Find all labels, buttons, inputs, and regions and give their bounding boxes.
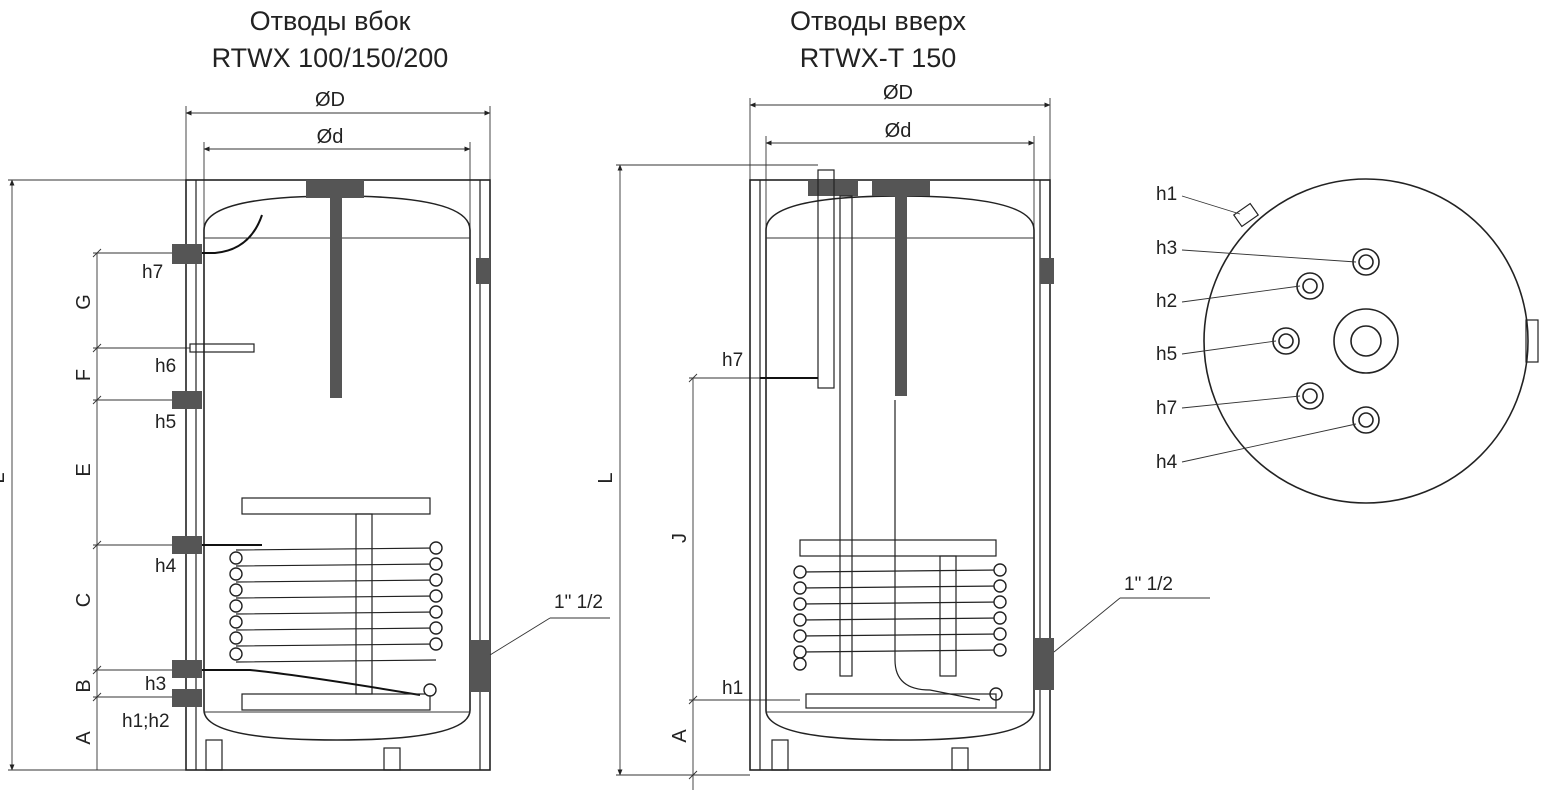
right-outlet-tube [894, 400, 981, 701]
left-h4-nozzle [172, 536, 202, 554]
top-label-h7: h7 [1156, 398, 1177, 419]
right-top-fitting-r [872, 180, 930, 196]
left-view: Отводы вбок RTWX 100/150/200 ØD Ød L [0, 6, 610, 771]
left-label-h1h2: h1;h2 [122, 711, 170, 732]
top-label-h3: h3 [1156, 238, 1177, 259]
top-outer-circle [1203, 178, 1529, 504]
right-top-fitting-l [808, 180, 858, 196]
top-port-h3 [1352, 248, 1380, 276]
top-label-h4: h4 [1156, 452, 1178, 473]
left-dia-inner-label: Ød [317, 126, 344, 148]
right-dia-inner-label: Ød [885, 120, 912, 142]
right-tick-h7 [688, 373, 698, 383]
left-label-h6: h6 [155, 356, 176, 377]
right-anode [895, 196, 907, 396]
right-dim-J: J [669, 533, 691, 543]
left-coil-bottom-plate [241, 693, 431, 711]
left-flange-label: 1" 1/2 [554, 592, 603, 613]
top-center-hole [1350, 325, 1382, 357]
right-side-handle [1040, 258, 1054, 284]
right-flange-leader [1053, 597, 1121, 653]
left-coil-end [423, 683, 437, 697]
left-dim-A: A [73, 731, 95, 745]
right-dim-L-label: L [595, 472, 617, 483]
right-tick-h1 [688, 695, 698, 705]
right-title-line2: RTWX-T 150 [800, 43, 957, 73]
left-title-line2: RTWX 100/150/200 [212, 43, 449, 73]
top-view: h1 h3 h2 h5 h7 h4 [1156, 178, 1539, 504]
top-port-h4 [1352, 406, 1380, 434]
left-foot-r [383, 747, 401, 771]
left-label-h4: h4 [155, 556, 177, 577]
left-inner-vessel [203, 195, 471, 741]
right-tick-bottom [688, 770, 698, 780]
left-label-h5: h5 [155, 412, 176, 433]
right-label-h7: h7 [722, 350, 743, 371]
right-inner-vessel [765, 195, 1035, 741]
right-coil-bottom-plate [805, 693, 997, 709]
right-foot-l [771, 739, 789, 771]
right-foot-r [951, 747, 969, 771]
left-label-h7: h7 [142, 262, 163, 283]
left-label-h3: h3 [145, 674, 166, 695]
right-dim-A: A [669, 729, 691, 743]
left-h7-nozzle [172, 244, 202, 264]
top-label-h2: h2 [1156, 291, 1177, 312]
top-h1-stub [1232, 202, 1260, 228]
left-h5-nozzle [172, 391, 202, 409]
left-coil-turns [229, 541, 443, 663]
top-center-fitting [1333, 308, 1399, 374]
left-h3-return [202, 669, 421, 696]
left-top-fitting [306, 180, 364, 198]
right-h7-riser [817, 169, 835, 389]
top-side-handle [1525, 319, 1539, 363]
right-title-line1: Отводы вверх [790, 6, 967, 36]
top-port-h5 [1272, 327, 1300, 355]
right-flange-label: 1" 1/2 [1124, 574, 1173, 595]
left-dia-outer-label: ØD [315, 89, 345, 111]
left-dim-E: E [73, 463, 95, 476]
left-dim-C: C [73, 593, 95, 607]
right-coil-column [939, 555, 957, 677]
left-coil-column [355, 513, 373, 695]
top-ports [1272, 248, 1380, 434]
right-dia-outer-label: ØD [883, 82, 913, 104]
top-leaders [1181, 195, 1357, 463]
left-dim-ticks [92, 248, 102, 702]
left-dim-F: F [73, 369, 95, 381]
left-h7-pipe [180, 214, 263, 254]
left-dim-B: B [73, 679, 95, 692]
top-port-h2 [1296, 272, 1324, 300]
right-inlet-tube [839, 195, 853, 677]
left-side-handle [476, 258, 490, 284]
left-foot-l [205, 739, 223, 771]
top-label-h1: h1 [1156, 184, 1177, 205]
left-dim-G: G [73, 294, 95, 310]
left-anode [330, 198, 342, 398]
left-h3-nozzle [172, 660, 202, 678]
top-port-h7 [1296, 382, 1324, 410]
left-flange-leader [489, 617, 551, 656]
top-label-h5: h5 [1156, 344, 1177, 365]
left-h6-sensor [189, 343, 255, 353]
left-h1h2-nozzle [172, 689, 202, 707]
left-flange [470, 640, 490, 692]
right-flange [1034, 638, 1054, 690]
right-coil-turns [793, 563, 1007, 701]
right-label-h1: h1 [722, 678, 743, 699]
left-coil-top-plate [241, 497, 431, 515]
left-title-line1: Отводы вбок [250, 6, 411, 36]
right-coil-top-plate [799, 539, 997, 557]
left-dim-L-label: L [0, 472, 9, 483]
right-view: Отводы вверх RTWX-T 150 ØD Ød L J A [595, 6, 1210, 790]
